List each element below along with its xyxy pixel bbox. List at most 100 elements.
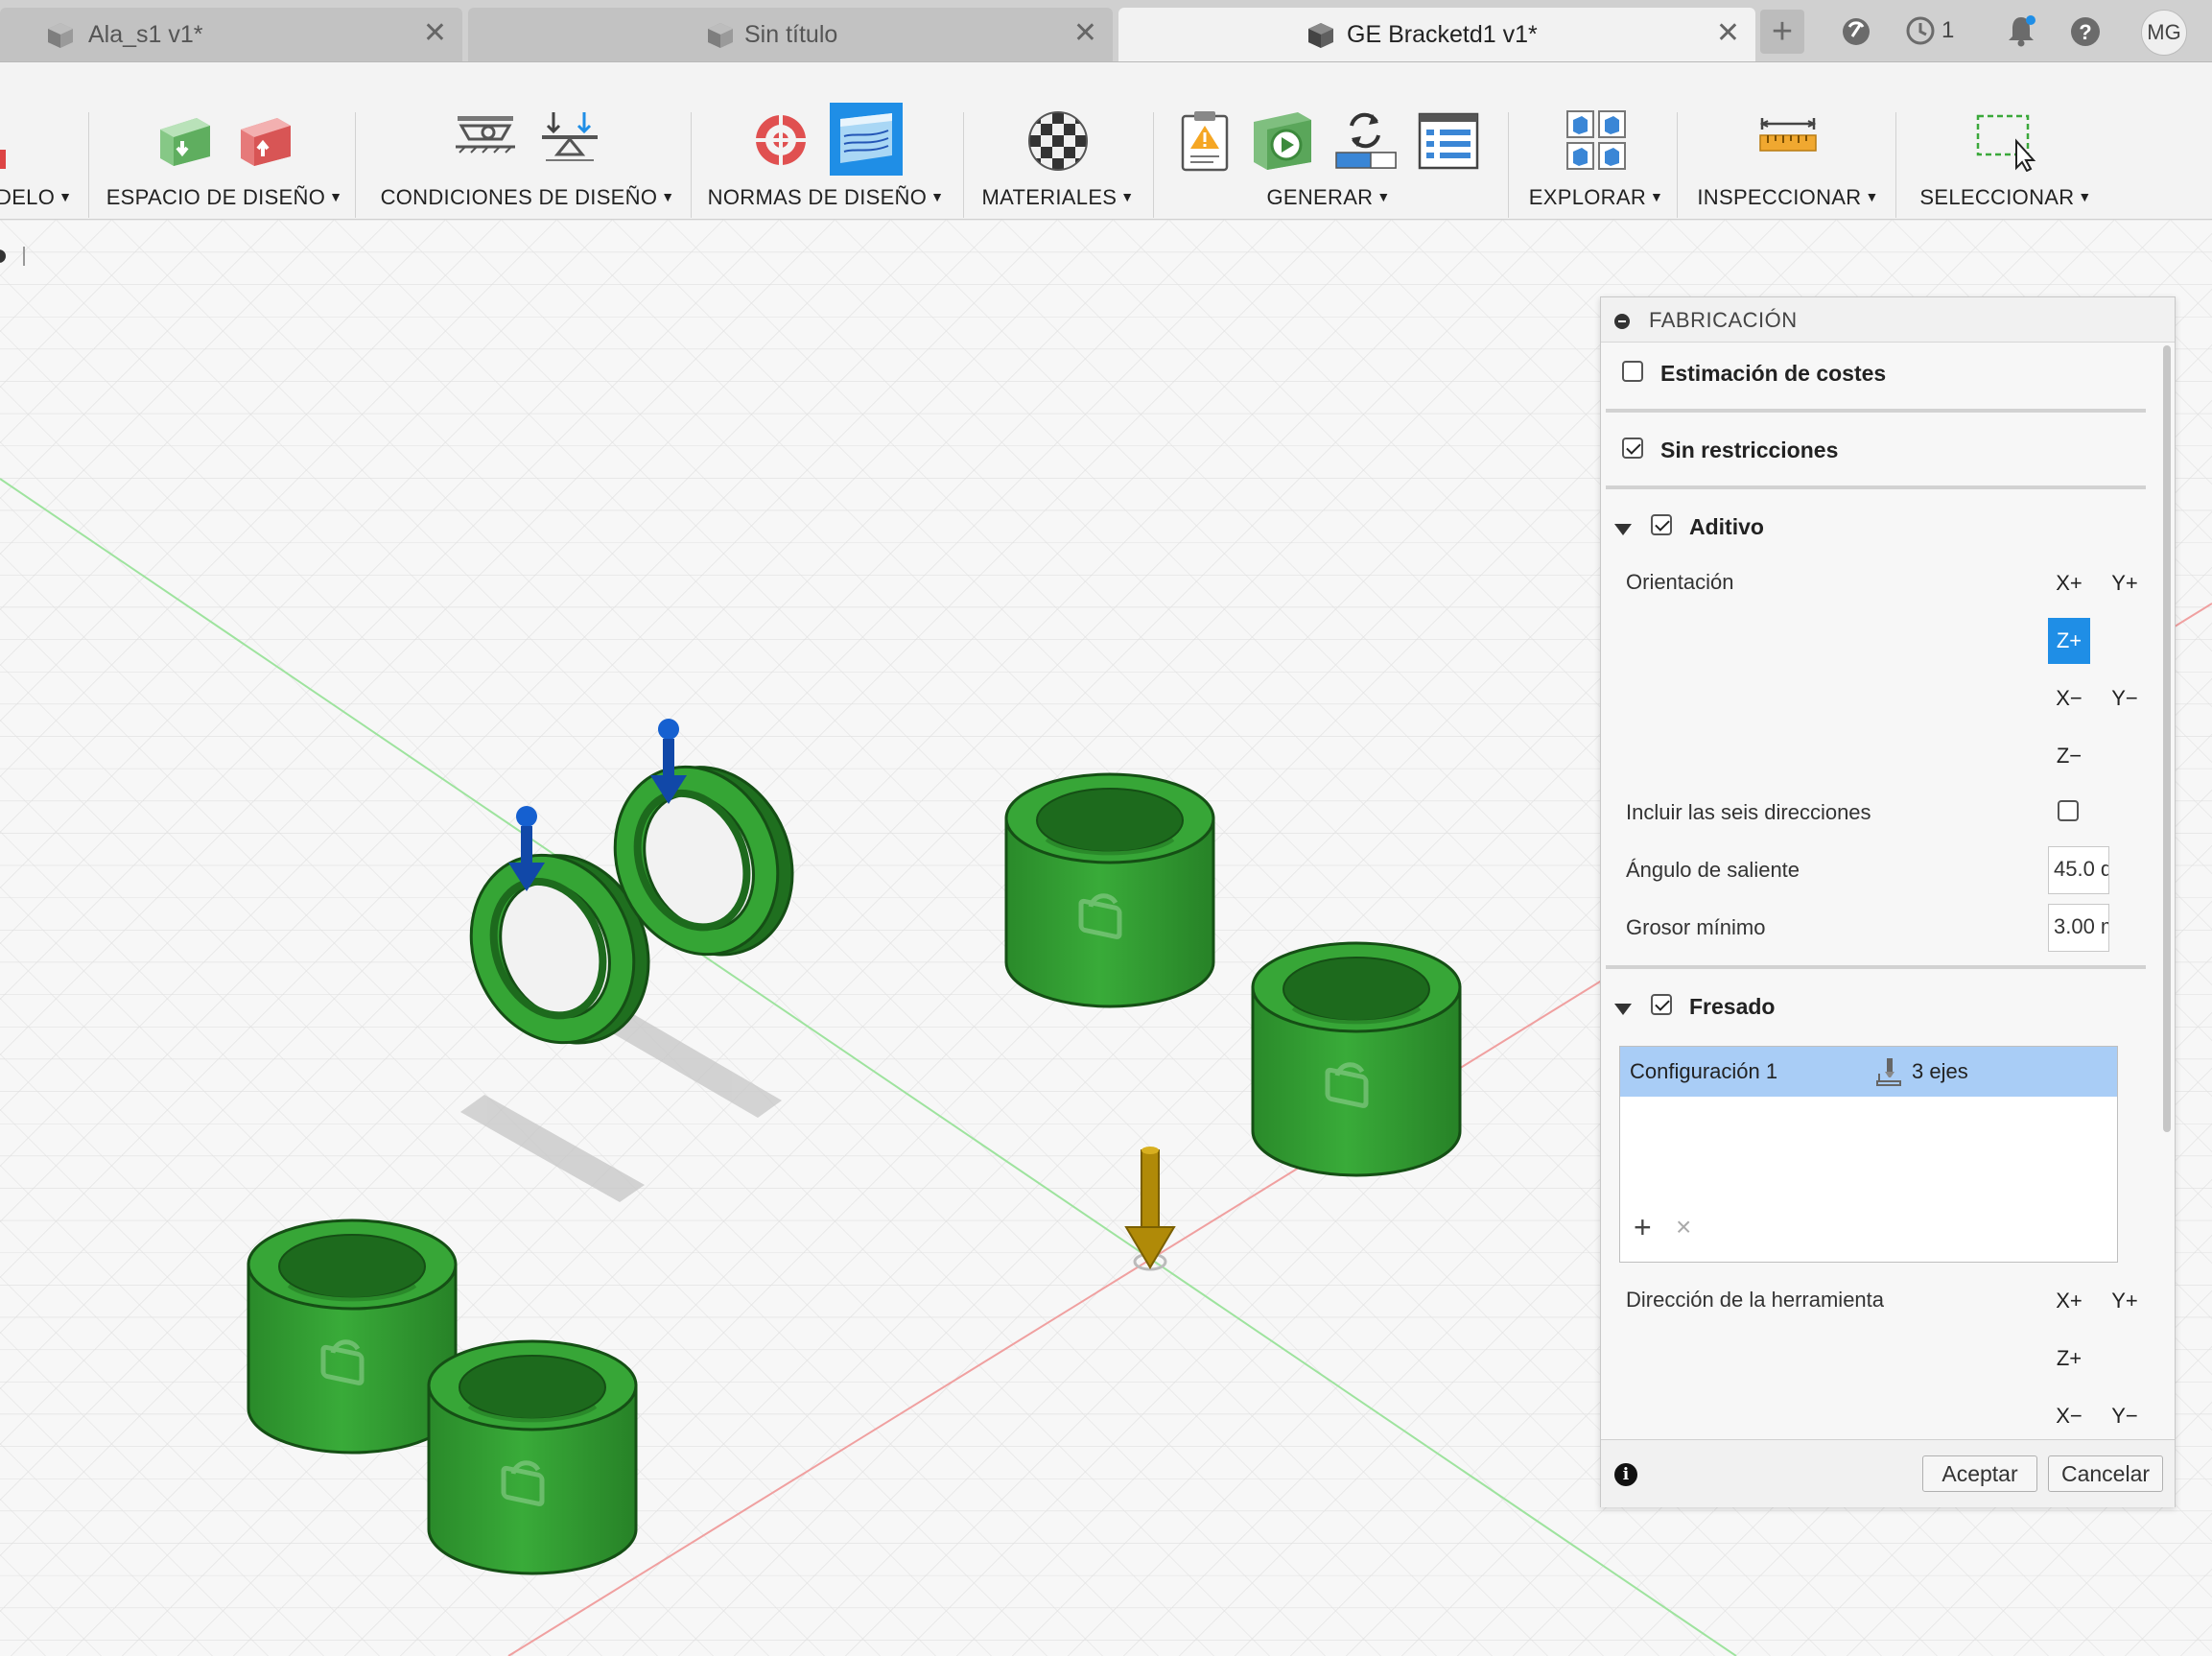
- job-status-list-icon[interactable]: [1417, 108, 1480, 172]
- toolbar-group-label: INSPECCIONAR: [1697, 185, 1862, 209]
- list-item[interactable]: Configuración 1 3 ejes: [1620, 1047, 2117, 1097]
- tab-title: Sin título: [744, 21, 838, 48]
- new-tab-button[interactable]: +: [1760, 10, 1804, 54]
- ok-button[interactable]: Aceptar: [1922, 1455, 2037, 1492]
- preserve-tube-part[interactable]: [248, 1220, 456, 1453]
- toolbar-group-design-space[interactable]: ESPACIO DE DISEÑO▼: [96, 62, 353, 219]
- toolbar-group-model[interactable]: DELO▼: [0, 62, 77, 219]
- objectives-target-icon[interactable]: [749, 108, 812, 172]
- preserve-tube-part[interactable]: [1253, 943, 1460, 1175]
- toolbar-group-design-criteria[interactable]: NORMAS DE DISEÑO▼: [700, 62, 952, 219]
- additive-checkbox[interactable]: [1651, 514, 1672, 535]
- milling-row[interactable]: Fresado: [1601, 990, 2152, 1029]
- job-status-icon[interactable]: [1905, 15, 1936, 46]
- preserve-geometry-icon[interactable]: [153, 108, 216, 172]
- structural-load-icon[interactable]: [536, 108, 603, 166]
- orientation-y-plus[interactable]: Y+: [2111, 571, 2138, 595]
- preserve-tube-part[interactable]: [1006, 774, 1213, 1006]
- toolbar-group-label: NORMAS DE DISEÑO: [707, 185, 928, 209]
- additive-row[interactable]: Aditivo: [1601, 510, 2152, 549]
- toolbar-group-inspect[interactable]: INSPECCIONAR▼: [1686, 62, 1890, 219]
- orientation-x-plus[interactable]: X+: [2056, 571, 2083, 595]
- help-icon[interactable]: ?: [2069, 15, 2102, 48]
- orientation-label: Orientación: [1626, 570, 1734, 594]
- close-icon[interactable]: ✕: [1072, 17, 1097, 49]
- collapse-icon[interactable]: [1614, 314, 1630, 329]
- cost-estimate-row[interactable]: Estimación de costes: [1601, 357, 2152, 395]
- browser-collapse-handle[interactable]: [0, 239, 33, 272]
- orientation-y-minus[interactable]: Y−: [2111, 686, 2138, 710]
- tool-direction-x-plus[interactable]: X+: [2056, 1289, 2083, 1313]
- load-arrow-icon[interactable]: [650, 719, 687, 804]
- selection-box-icon[interactable]: [1974, 108, 2037, 172]
- structural-constraint-icon[interactable]: [452, 108, 519, 166]
- close-icon[interactable]: ✕: [1715, 17, 1740, 49]
- unrestricted-label: Sin restricciones: [1660, 438, 1839, 462]
- overhang-input[interactable]: 45.0 deg: [2048, 846, 2109, 894]
- tab-title: Ala_s1 v1*: [88, 21, 203, 48]
- toolbar-group-design-conditions[interactable]: CONDICIONES DE DISEÑO▼: [365, 62, 691, 219]
- tab-document-3[interactable]: GE Bracketd1 v1* ✕: [1118, 8, 1755, 61]
- min-thickness-input[interactable]: 3.00 mm: [2048, 904, 2109, 952]
- explore-grid-icon[interactable]: [1565, 108, 1628, 172]
- info-icon[interactable]: i: [1614, 1463, 1637, 1486]
- tab-document-1[interactable]: Ala_s1 v1* ✕: [0, 8, 462, 61]
- toolbar-group-label: ESPACIO DE DISEÑO: [106, 185, 326, 209]
- notification-bell-icon[interactable]: [2005, 13, 2037, 48]
- milling-tool-icon: [1876, 1058, 1901, 1086]
- tool-direction-y-minus[interactable]: Y−: [2111, 1404, 2138, 1428]
- toolbar-group-label: MATERIALES: [981, 185, 1118, 209]
- update-sync-icon[interactable]: [1332, 108, 1400, 172]
- preserve-tube-part[interactable]: [429, 1341, 636, 1573]
- additive-label: Aditivo: [1689, 514, 1764, 539]
- manufacturing-button[interactable]: [830, 103, 903, 176]
- add-config-button[interactable]: +: [1634, 1210, 1652, 1244]
- unrestricted-checkbox[interactable]: [1622, 438, 1643, 459]
- orientation-x-minus[interactable]: X−: [2056, 686, 2083, 710]
- svg-text:?: ?: [2079, 20, 2091, 44]
- load-arrow-icon[interactable]: [508, 806, 545, 891]
- tool-direction-label: Dirección de la herramienta: [1626, 1288, 1885, 1312]
- tool-direction-y-plus[interactable]: Y+: [2111, 1289, 2138, 1313]
- orientation-z-minus[interactable]: Z−: [2056, 744, 2083, 768]
- panel-scrollbar[interactable]: [2163, 345, 2171, 1132]
- include-six-label: Incluir las seis direcciones: [1626, 800, 1871, 824]
- toolbar-group-explore[interactable]: EXPLORAR▼: [1518, 62, 1675, 219]
- job-count: 1: [1941, 17, 1955, 43]
- generate-play-icon[interactable]: [1250, 108, 1315, 172]
- tab-bar: Ala_s1 v1* ✕ Sin título ✕ GE Bracketd1 v…: [0, 0, 2212, 62]
- close-icon[interactable]: ✕: [422, 17, 447, 49]
- manufacturing-icon: [840, 113, 892, 163]
- cost-estimate-label: Estimación de costes: [1660, 361, 1887, 386]
- cancel-button[interactable]: Cancelar: [2048, 1455, 2163, 1492]
- tool-direction-x-minus[interactable]: X−: [2056, 1404, 2083, 1428]
- unrestricted-row[interactable]: Sin restricciones: [1601, 434, 2152, 472]
- obstacle-geometry-icon[interactable]: [233, 108, 296, 172]
- gravity-arrow-icon[interactable]: [1124, 1147, 1176, 1271]
- panel-header[interactable]: FABRICACIÓN: [1601, 297, 2175, 343]
- remove-config-button[interactable]: ×: [1676, 1212, 1692, 1242]
- document-cube-icon: [48, 23, 73, 48]
- milling-checkbox[interactable]: [1651, 994, 1672, 1015]
- include-six-checkbox[interactable]: [2058, 800, 2079, 821]
- measure-ruler-icon[interactable]: [1756, 108, 1820, 166]
- toolbar-group-materials[interactable]: MATERIALES▼: [973, 62, 1143, 219]
- toolbar-group-generate[interactable]: GENERAR▼: [1163, 62, 1494, 219]
- partial-icon: [0, 150, 6, 169]
- orientation-z-plus[interactable]: Z+: [2048, 618, 2090, 664]
- config-axes: 3 ejes: [1912, 1059, 1968, 1083]
- toolbar-group-label: CONDICIONES DE DISEÑO: [380, 185, 658, 209]
- tab-document-2[interactable]: Sin título ✕: [468, 8, 1113, 61]
- expand-triangle-icon[interactable]: [1614, 524, 1632, 535]
- precheck-clipboard-icon[interactable]: [1177, 108, 1233, 172]
- materials-checker-icon[interactable]: [1025, 108, 1091, 174]
- panel-footer: i Aceptar Cancelar: [1601, 1439, 2175, 1507]
- tool-direction-z-plus[interactable]: Z+: [2056, 1346, 2083, 1370]
- toolbar-group-select[interactable]: SELECCIONAR▼: [1905, 62, 2106, 219]
- offline-icon[interactable]: [1840, 15, 1872, 48]
- cost-estimate-checkbox[interactable]: [1622, 361, 1643, 382]
- tab-title: GE Bracketd1 v1*: [1347, 21, 1538, 48]
- config-name: Configuración 1: [1630, 1059, 1778, 1083]
- expand-triangle-icon[interactable]: [1614, 1004, 1632, 1015]
- user-avatar[interactable]: MG: [2141, 10, 2187, 56]
